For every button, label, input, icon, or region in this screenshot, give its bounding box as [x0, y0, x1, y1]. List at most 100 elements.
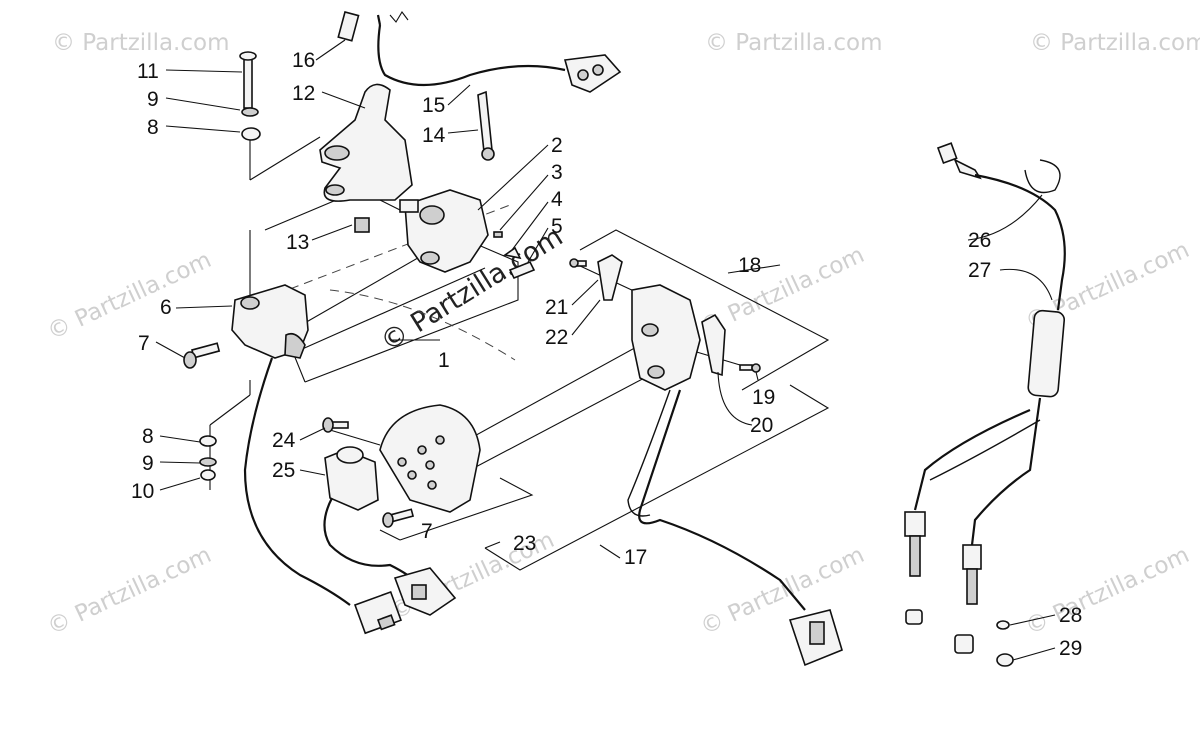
leader-9-lower: [159, 461, 201, 464]
connector-left: [353, 590, 402, 635]
screw-head: [322, 417, 334, 433]
bracket-body: [319, 83, 413, 202]
assembly-box-1: [304, 243, 519, 383]
part-21-screw: [569, 258, 587, 268]
leader-22: [571, 299, 601, 336]
callout-15: 15: [422, 94, 445, 117]
callout-17: 17: [624, 546, 647, 569]
leader-19: [755, 371, 759, 381]
bracket-hole: [324, 145, 350, 161]
clamp-jaw: [284, 332, 306, 359]
leader-12: [321, 91, 366, 109]
cable-branch: [913, 408, 1031, 511]
part-3-spring: [493, 231, 503, 238]
assembly-box-17: [484, 384, 830, 571]
leader-13: [311, 224, 353, 241]
part-9-washer-lower: [199, 457, 217, 467]
callout-26: 26: [968, 229, 991, 252]
bolt-shank: [243, 57, 253, 109]
callout-28: 28: [1059, 604, 1082, 627]
bracket-hole: [325, 184, 345, 196]
connector-mid: [393, 567, 457, 616]
part-15-plug: [563, 54, 622, 93]
watermark: © Partzilla.com: [52, 30, 230, 56]
leader-5: [527, 227, 549, 263]
part-20-lever: [701, 313, 726, 377]
part-17-wire: [638, 389, 806, 611]
plug-pin: [592, 64, 604, 76]
leader-28: [1009, 614, 1056, 626]
fitting-thread: [966, 568, 978, 605]
switch-knob: [419, 205, 445, 225]
terminal-eye: [481, 147, 495, 161]
assembly-box-18: [579, 229, 830, 391]
callout-11: 11: [137, 60, 159, 83]
part-26-cable-end: [936, 142, 982, 180]
callout-2: 2: [551, 134, 563, 157]
guide-line: [469, 374, 651, 471]
callout-8: 8: [147, 116, 159, 139]
leader-7: [155, 341, 186, 359]
watermark: © Partzilla.com: [44, 542, 216, 641]
leader-11: [165, 69, 243, 73]
cable-fitting-right: [954, 544, 982, 654]
leader-27: [999, 268, 1053, 301]
part-27-cable: [974, 173, 1066, 311]
watermark: © Partzilla.com: [1030, 30, 1200, 56]
connector-pins: [376, 614, 396, 631]
fitting-nut: [962, 544, 982, 570]
part-27-sleeve: [1027, 309, 1066, 398]
part-13-nut: [354, 217, 370, 233]
switch-knob: [420, 251, 440, 265]
part-8-washer: [241, 127, 261, 141]
leader-29: [1012, 647, 1056, 661]
callout-20: 20: [750, 414, 773, 437]
part-25-button: [324, 446, 379, 511]
leader-23: [484, 541, 501, 549]
cable-branch-b: [929, 419, 1041, 481]
wire-end: [376, 14, 382, 26]
leader-16: [315, 39, 346, 61]
screw-head: [751, 363, 761, 373]
connector-latch: [411, 584, 427, 600]
part-24-screw: [322, 417, 349, 433]
watermark-layer: © Partzilla.com © Partzilla.com © Partzi…: [44, 30, 1200, 640]
terminal-blade: [477, 90, 493, 153]
part-7-screw-lower: [382, 508, 415, 528]
plug-pin: [577, 69, 589, 81]
callout-25: 25: [272, 459, 295, 482]
cover-hole: [427, 480, 437, 490]
part-10-nut: [200, 469, 216, 481]
cable-fitting-left: [904, 511, 926, 625]
leader-26: [967, 194, 1043, 241]
callout-19: 19: [752, 386, 775, 409]
callout-7-lower: 7: [421, 520, 433, 543]
screw-head: [569, 258, 579, 268]
callout-9-lower: 9: [142, 452, 154, 475]
watermark: © Partzilla.com: [705, 30, 883, 56]
part-29-washer: [996, 653, 1014, 667]
housing-boss: [647, 365, 665, 379]
housing-boss: [641, 323, 659, 337]
guide-line: [209, 394, 251, 426]
part-19-screw: [739, 363, 761, 373]
callout-1: 1: [438, 349, 450, 372]
guide-line: [329, 429, 381, 446]
callout-3: 3: [551, 161, 563, 184]
leader-lines: [155, 39, 1056, 661]
callout-21: 21: [545, 296, 568, 319]
leader-8: [165, 125, 241, 133]
callout-12: 12: [292, 82, 315, 105]
cover-hole: [425, 460, 435, 470]
assembly-box-23: [399, 477, 534, 541]
callout-10: 10: [131, 480, 154, 503]
leader-10: [159, 477, 201, 491]
callout-27: 27: [968, 259, 991, 282]
assembly-box-23-edge: [379, 529, 401, 541]
cable-ferrule: [936, 142, 958, 165]
leader-18: [727, 264, 781, 274]
leader-21: [571, 279, 599, 306]
cover-hole: [397, 457, 407, 467]
sleeve-body: [1027, 309, 1066, 398]
